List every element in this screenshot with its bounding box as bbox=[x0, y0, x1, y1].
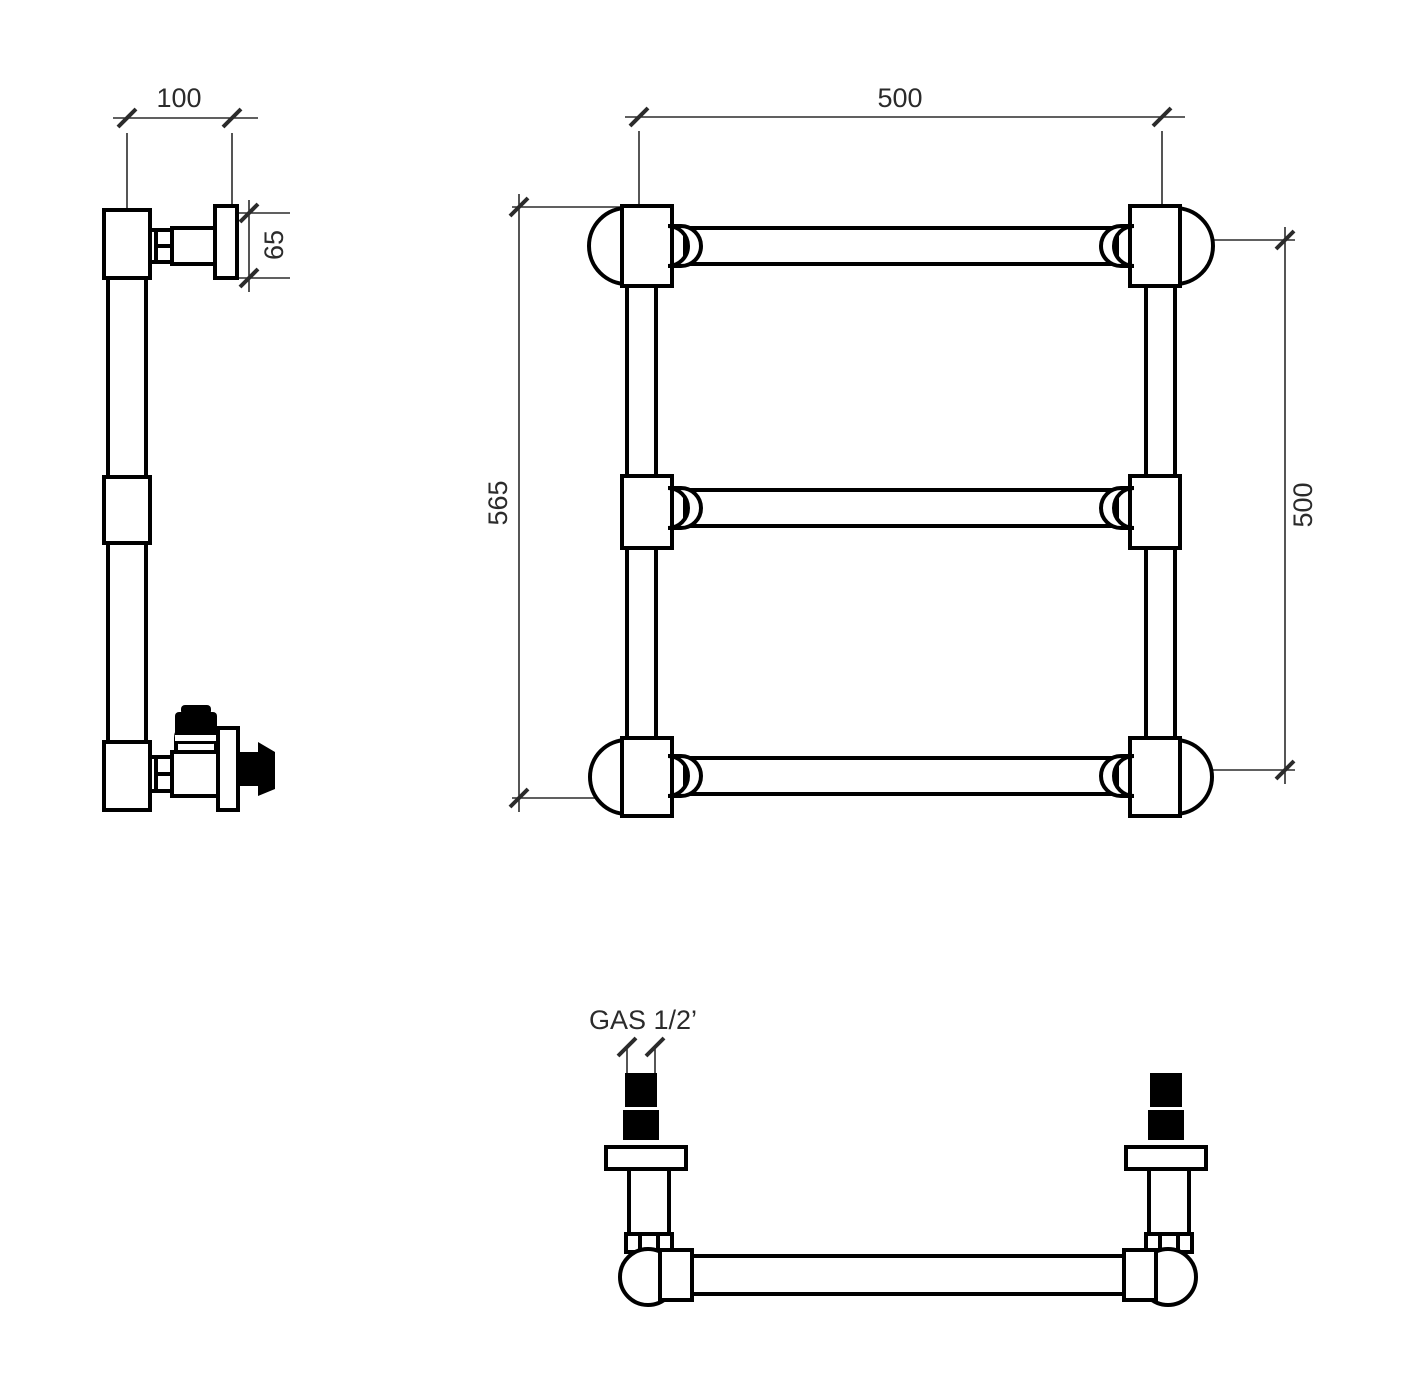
side-wall-bracket bbox=[148, 204, 239, 280]
connector-upper-hex bbox=[625, 1073, 657, 1107]
left-upright-lower bbox=[625, 538, 658, 754]
side-vertical-rail bbox=[106, 273, 148, 747]
right-gas-connector bbox=[1148, 1073, 1184, 1140]
right-rail-collar bbox=[1122, 1248, 1158, 1302]
joint-collar bbox=[1099, 486, 1135, 530]
side-valve-assembly bbox=[148, 705, 275, 812]
plan-view-group: GAS 1/2’ bbox=[589, 1005, 1208, 1307]
right-wall-plate bbox=[1124, 1145, 1208, 1171]
bottom-rail-plan bbox=[674, 1254, 1142, 1296]
valve-knob-top bbox=[181, 705, 211, 715]
valve-knob-band bbox=[175, 735, 217, 741]
left-rail-collar bbox=[658, 1248, 694, 1302]
connector-lower-hex bbox=[1148, 1110, 1184, 1140]
valve-body bbox=[170, 750, 222, 798]
rail-segment-upper bbox=[106, 273, 148, 482]
dimension-depth-100: 100 bbox=[113, 83, 258, 215]
bracket-arm bbox=[170, 226, 221, 266]
corner-joint-bottom-right bbox=[1099, 736, 1214, 818]
dimension-label-height: 565 bbox=[483, 480, 513, 525]
joint-dome-left bbox=[588, 737, 629, 817]
joint-collar bbox=[667, 754, 703, 798]
dimension-label-bracket: 65 bbox=[259, 230, 289, 260]
corner-joint-top-left bbox=[587, 204, 703, 288]
right-upright-upper bbox=[1144, 268, 1177, 484]
left-wall-plate bbox=[604, 1145, 688, 1171]
corner-joint-bottom-left bbox=[588, 736, 703, 818]
side-joint-blocks bbox=[102, 208, 152, 812]
joint-dome-left bbox=[587, 205, 629, 287]
left-gas-connector bbox=[623, 1073, 659, 1140]
dimension-label-width: 500 bbox=[877, 83, 922, 113]
joint-block bbox=[1128, 474, 1182, 550]
middle-joint-block bbox=[102, 475, 152, 545]
front-horizontal-rails bbox=[683, 226, 1119, 796]
joint-block bbox=[1128, 736, 1182, 818]
plan-bottom-rail bbox=[658, 1248, 1158, 1302]
corner-joint-top-right bbox=[1099, 204, 1215, 288]
dimension-width-500: 500 bbox=[625, 83, 1185, 212]
bottom-rail bbox=[683, 756, 1119, 796]
joint-collar bbox=[1099, 754, 1135, 798]
tee-joint-middle-right bbox=[1099, 474, 1182, 550]
joint-dome-right bbox=[1173, 205, 1215, 287]
rail-segment-lower bbox=[106, 538, 148, 747]
dimension-gas-thread: GAS 1/2’ bbox=[589, 1005, 697, 1080]
middle-rail bbox=[683, 488, 1119, 528]
front-uprights bbox=[625, 268, 1177, 754]
dimension-bracket-65: 65 bbox=[232, 200, 290, 292]
dimension-label-centre: 500 bbox=[1288, 482, 1318, 527]
connector-upper-hex bbox=[1150, 1073, 1182, 1107]
dimension-label-depth: 100 bbox=[156, 83, 201, 113]
joint-block bbox=[620, 474, 674, 550]
joint-collar bbox=[667, 224, 703, 268]
joint-collar bbox=[667, 486, 703, 530]
valve-flange bbox=[216, 726, 240, 812]
tee-joint-middle-left bbox=[620, 474, 703, 550]
joint-block bbox=[620, 736, 674, 818]
front-view-group: 500 565 500 bbox=[483, 83, 1318, 818]
top-joint-block bbox=[102, 208, 152, 280]
left-mount-post bbox=[627, 1167, 671, 1243]
joint-dome-right bbox=[1173, 737, 1214, 817]
top-rail bbox=[683, 226, 1119, 266]
joint-collar bbox=[1099, 224, 1135, 268]
valve-outlet-stub bbox=[236, 755, 260, 785]
dimension-label-gas: GAS 1/2’ bbox=[589, 1005, 697, 1035]
joint-block bbox=[1128, 204, 1182, 288]
right-mount-post bbox=[1147, 1167, 1191, 1243]
side-view-group: 100 65 bbox=[102, 83, 290, 812]
bottom-joint-block bbox=[102, 740, 152, 812]
left-upright-upper bbox=[625, 268, 658, 484]
joint-block bbox=[620, 204, 674, 288]
bracket-wall-flange bbox=[213, 204, 239, 280]
right-upright-lower bbox=[1144, 538, 1177, 754]
connector-lower-hex bbox=[623, 1110, 659, 1140]
